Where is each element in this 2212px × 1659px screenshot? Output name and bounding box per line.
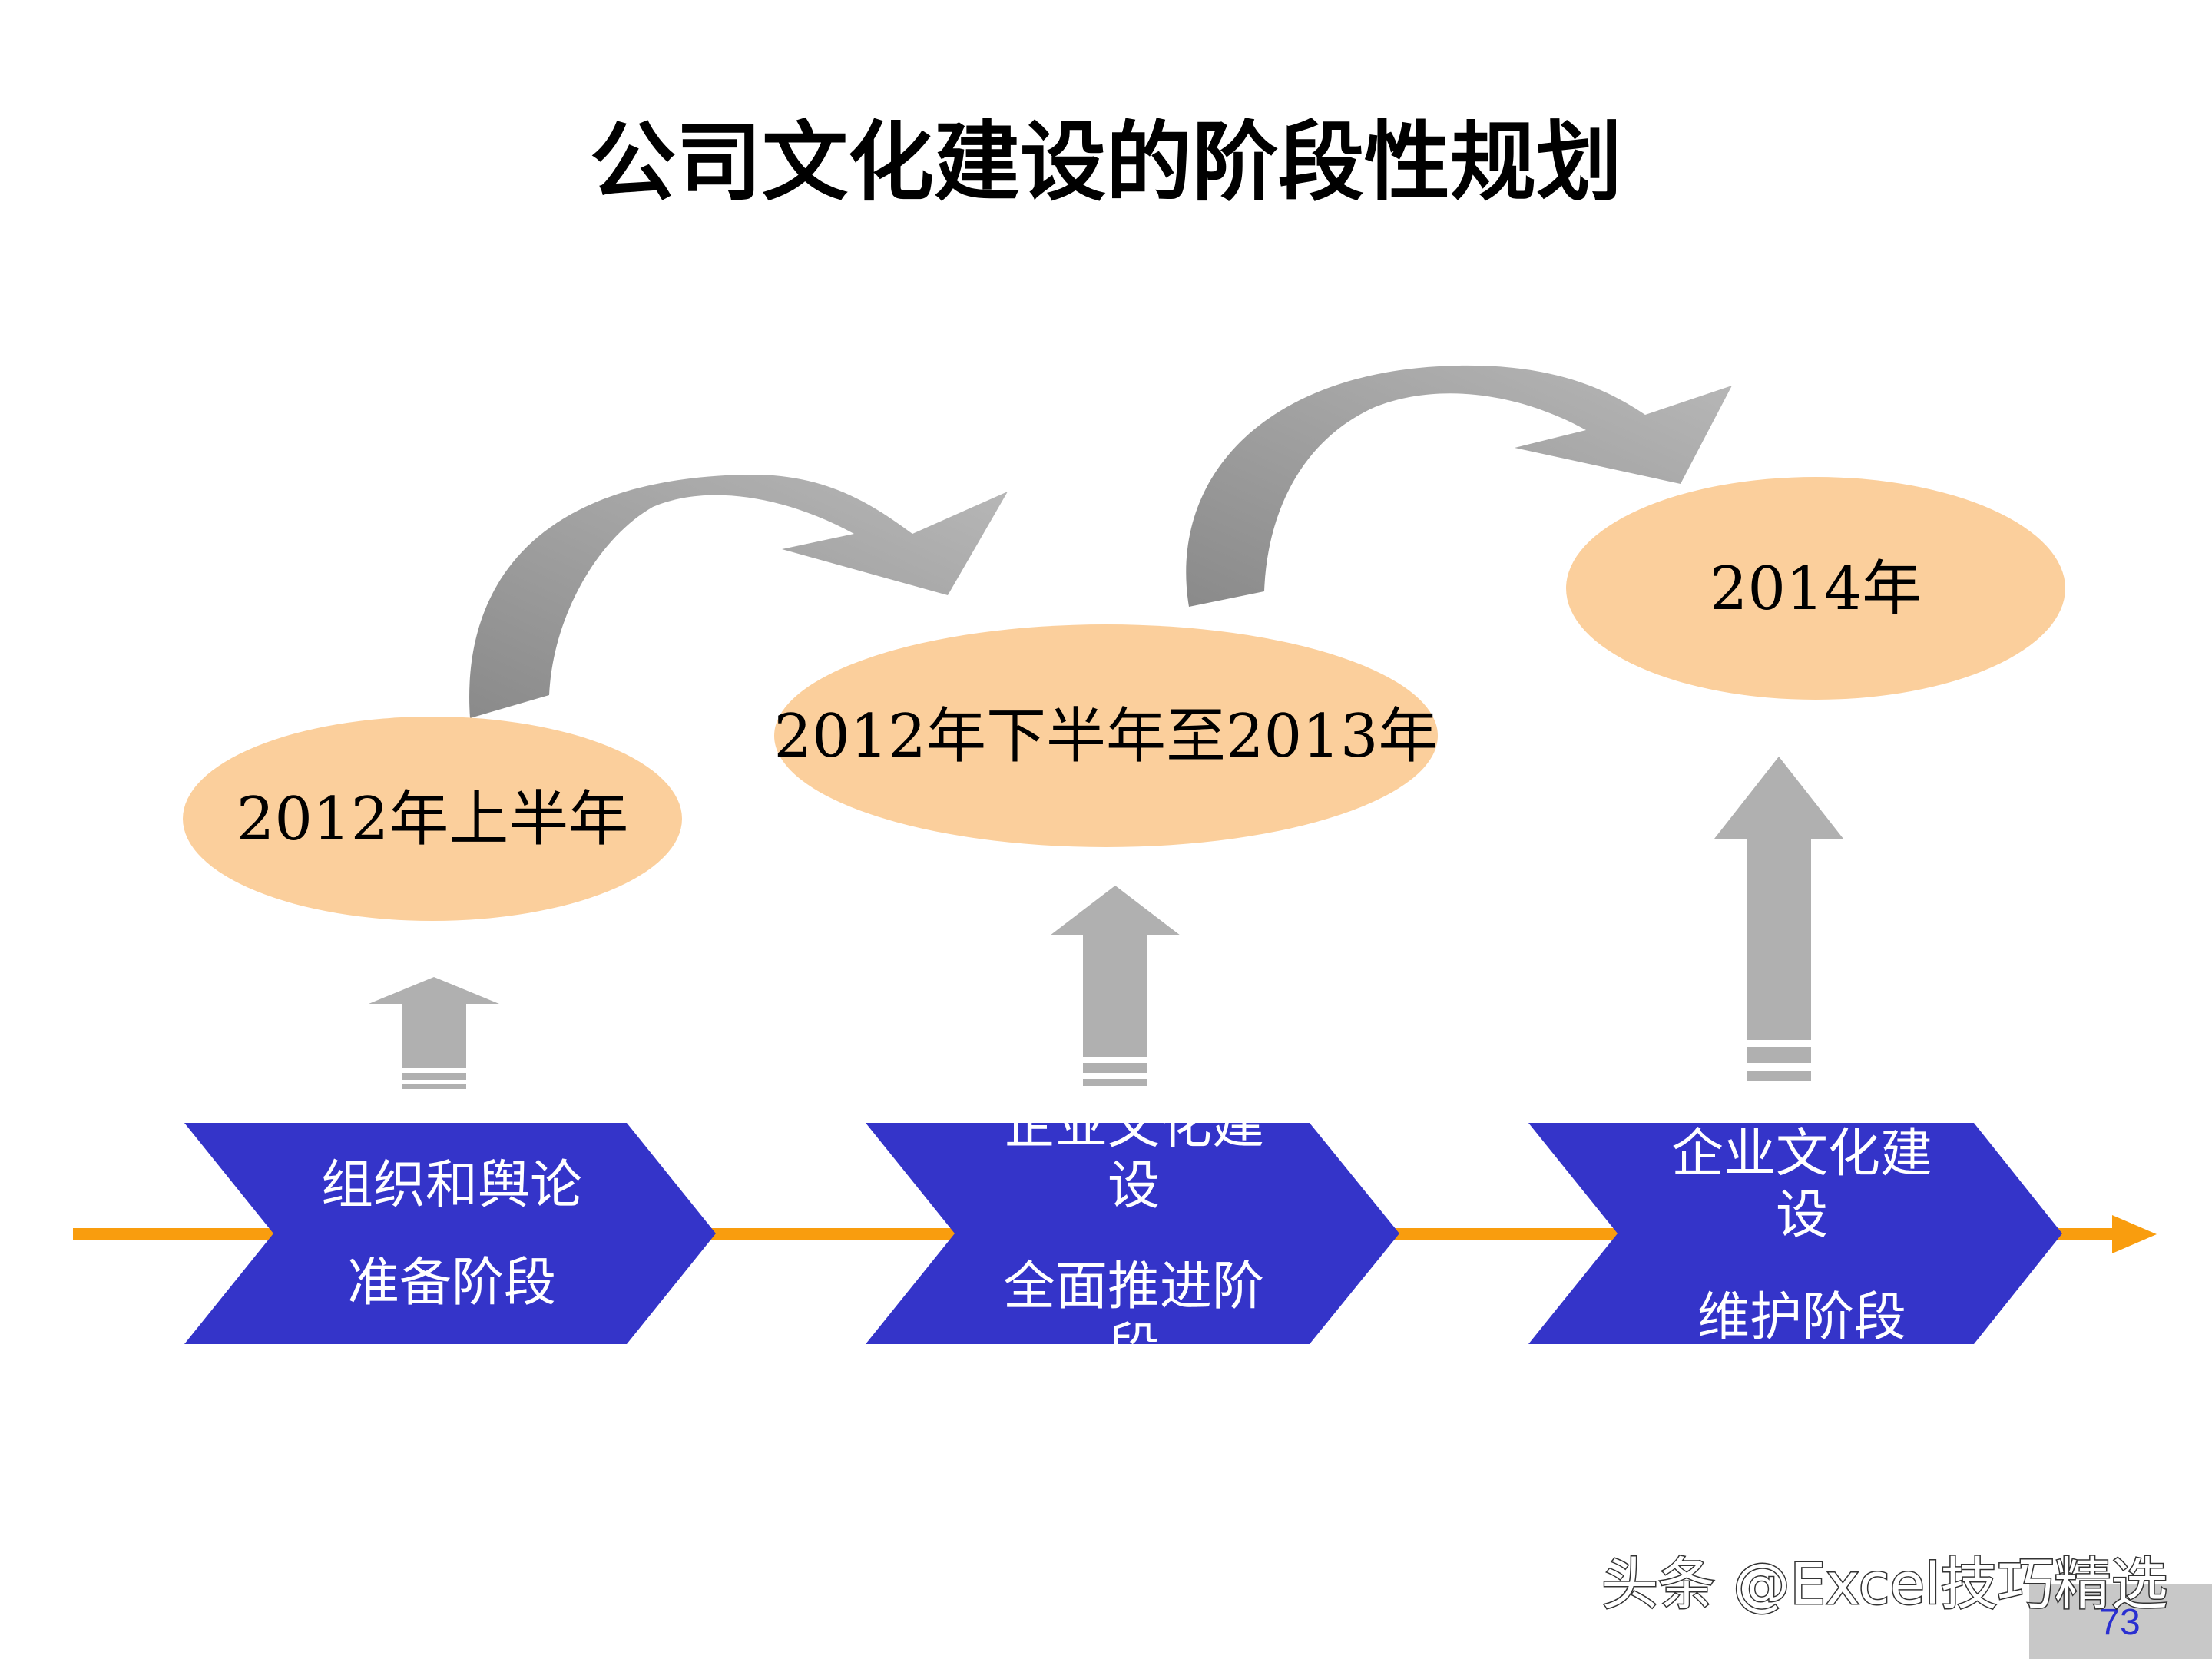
stage-chevron-3: 企业文化建 设 维护阶段 — [1528, 1123, 2062, 1348]
watermark: 头条 @Excel技巧精选 — [1601, 1551, 2168, 1618]
stage-name-line: 企业文化建 — [1003, 1095, 1264, 1156]
period-label: 2014年 — [1710, 555, 1922, 624]
stage-name-line: 设 — [1776, 1185, 1828, 1246]
up-arrow-icon — [369, 977, 499, 1089]
page-number-label: 73 — [2099, 1602, 2140, 1643]
stage-name-line: 维护阶段 — [1697, 1287, 1906, 1348]
stage-name-line: 准备阶段 — [347, 1253, 556, 1313]
stage-name-line: 组织和舆论 — [321, 1155, 582, 1216]
stage-name-line: 全面推进阶 — [1003, 1257, 1264, 1317]
stage-name-line: 设 — [1108, 1156, 1160, 1217]
up-arrow-icon — [1714, 757, 1843, 1081]
period-label: 2012年上半年 — [237, 785, 629, 854]
stage-name-line: 段 — [1108, 1318, 1160, 1379]
up-arrow-icon — [1050, 886, 1181, 1086]
period-ellipse-2: 2012年下半年至2013年 — [773, 624, 1439, 847]
stage-chevron-1: 组织和舆论 准备阶段 — [184, 1123, 716, 1344]
period-label: 2012年下半年至2013年 — [773, 702, 1438, 771]
period-ellipse-3: 2014年 — [1566, 477, 2065, 700]
stage-chevron-2: 企业文化建 设 全面推进阶 段 — [866, 1095, 1399, 1379]
curved-arrow-icon — [1186, 365, 1732, 607]
arrow-right-icon — [2112, 1215, 2157, 1253]
stage-name-line: 企业文化建 — [1671, 1124, 1932, 1184]
curved-arrow-icon — [469, 475, 1008, 718]
page-number: 73 — [2029, 1584, 2212, 1659]
period-ellipse-1: 2012年上半年 — [183, 717, 682, 921]
page-title: 公司文化建设的阶段性规划 — [590, 113, 1622, 213]
